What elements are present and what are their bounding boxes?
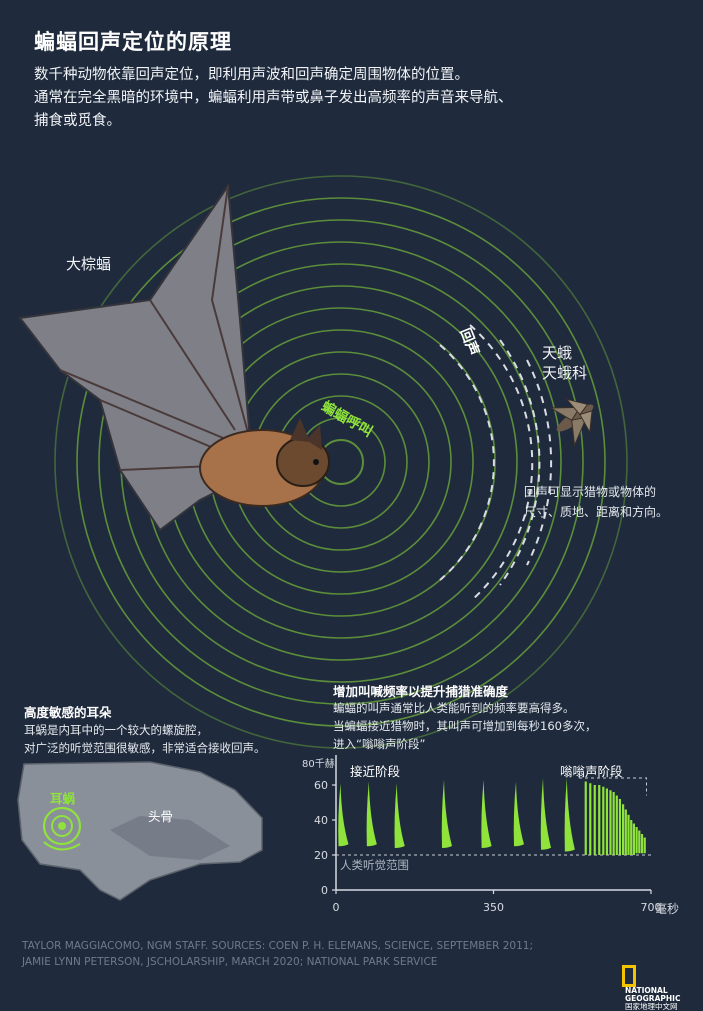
natgeo-yellow-border-icon: [622, 965, 636, 987]
y-tick-label: 20: [314, 849, 328, 862]
bat-label: 大棕蝠: [66, 255, 112, 273]
chart-line-1: 蝙蝠的叫声通常比人类能听到的频率要高得多。: [333, 701, 575, 715]
logo-line-3: 国家地理中文网: [625, 1002, 678, 1011]
moth-label-1: 天蛾: [542, 344, 573, 362]
y-axis-label: 80千赫: [302, 758, 335, 770]
y-tick-label: 60: [314, 779, 328, 792]
approach-call-mark: [513, 781, 524, 847]
echo-note-1: 回声可显示猎物或物体的: [524, 485, 657, 499]
credits-line-1: TAYLOR MAGGIACOMO, NGM STAFF. SOURCES: C…: [22, 940, 533, 952]
chart-line-2: 当蝙蝠接近猎物时，其叫声可增加到每秒160多次，: [333, 719, 597, 733]
y-tick-label: 40: [314, 814, 328, 827]
approach-call-mark: [338, 783, 349, 847]
approach-call-mark: [481, 779, 492, 848]
approach-call-mark: [564, 778, 575, 852]
logo-line-1: NATIONAL: [625, 986, 668, 995]
phase-label-buzz: 嗡嗡声阶段: [560, 764, 623, 779]
y-tick-label: 0: [321, 884, 328, 897]
chart-line-3: 进入“嗡嗡声阶段”: [333, 737, 426, 751]
human-range-label: 人类听觉范围: [340, 858, 409, 872]
approach-call-mark: [441, 779, 452, 848]
approach-call-mark: [540, 778, 551, 850]
skull-illustration: [17, 761, 263, 901]
ear-line-2: 对广泛的听觉范围很敏感，非常适合接收回声。: [24, 741, 266, 755]
intro-line-2: 通常在完全黑暗的环境中，蝙蝠利用声带或鼻子发出高频率的声音来导航、: [34, 90, 513, 106]
phase-label-approach: 接近阶段: [350, 764, 400, 779]
page-title: 蝙蝠回声定位的原理: [34, 30, 232, 54]
x-tick-label: 0: [333, 901, 340, 914]
ear-line-1: 耳蜗是内耳中的一个较大的螺旋腔，: [24, 723, 208, 737]
natgeo-logo: NATIONAL GEOGRAPHIC 国家地理中文网: [622, 965, 692, 1011]
approach-call-mark: [366, 781, 377, 847]
echo-note-2: 尺寸、质地、距离和方向。: [524, 505, 669, 519]
bat-illustration: [18, 183, 330, 532]
buzz-phase-bracket: [579, 777, 647, 796]
logo-line-2: GEOGRAPHIC: [625, 994, 681, 1003]
ear-heading: 高度敏感的耳朵: [24, 705, 112, 720]
intro-line-1: 数千种动物依靠回声定位，即利用声波和回声确定周围物体的位置。: [34, 67, 469, 83]
moth-illustration: [549, 398, 594, 448]
echo-arcs: [439, 324, 553, 601]
credits-line-2: JAMIE LYNN PETERSON, JSCHOLARSHIP, MARCH…: [22, 956, 438, 968]
intro-line-3: 捕食或觅食。: [34, 113, 121, 129]
cochlea-label: 耳蜗: [50, 791, 76, 806]
x-tick-label: 700: [641, 901, 662, 914]
approach-call-mark: [394, 783, 405, 848]
chart-heading: 增加叫喊频率以提升捕猎准确度: [333, 684, 509, 699]
x-unit-label: 毫秒: [655, 901, 679, 916]
x-tick-label: 350: [483, 901, 504, 914]
skull-label: 头骨: [148, 809, 174, 824]
credits: TAYLOR MAGGIACOMO, NGM STAFF. SOURCES: C…: [22, 938, 533, 970]
moth-label-2: 天蛾科: [542, 364, 588, 382]
